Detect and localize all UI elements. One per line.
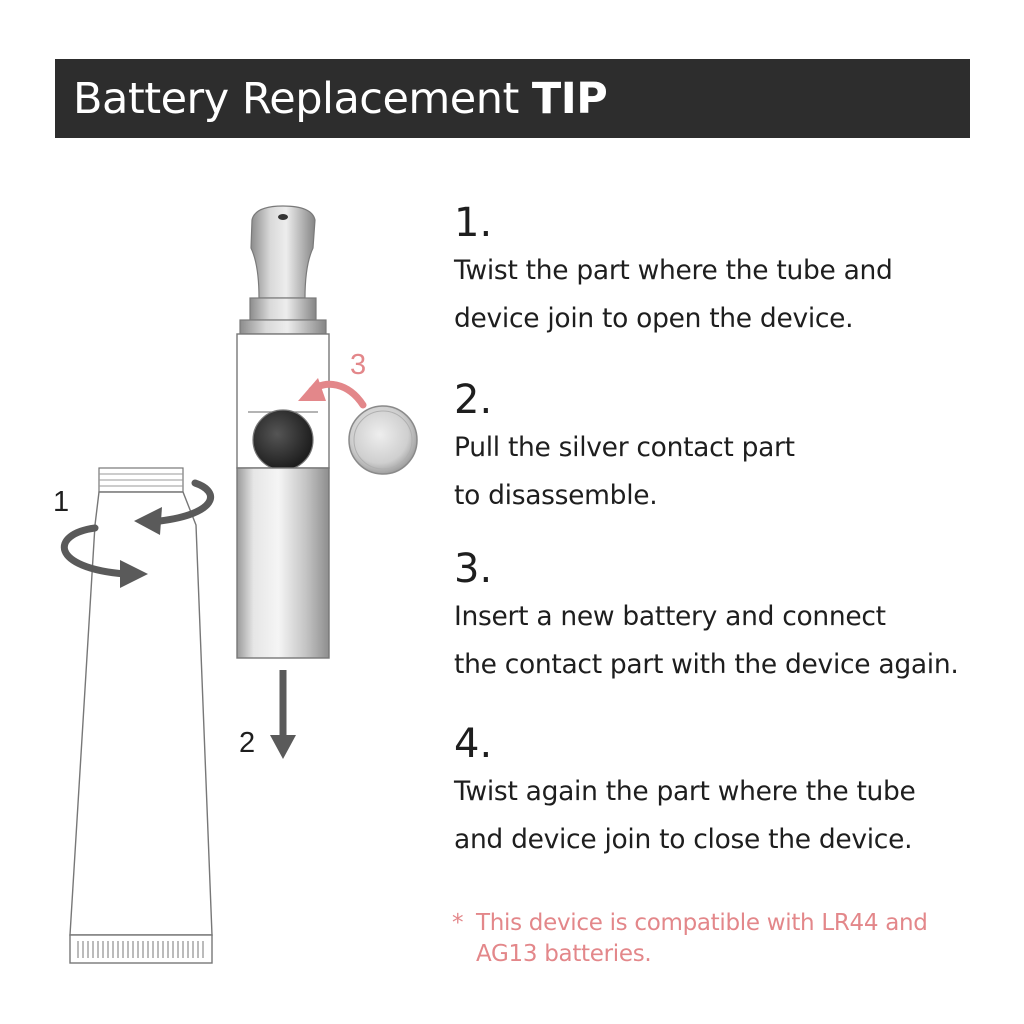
device-body (236, 333, 330, 659)
coin-battery (348, 405, 418, 475)
twist-arrowhead-lower (120, 560, 148, 588)
step-3-line-1: Insert a new battery and connect (454, 601, 886, 632)
twist-arrows (60, 479, 214, 578)
step-1-line-2: device join to open the device. (454, 303, 854, 334)
step-3-number: 3. (454, 546, 493, 592)
title-banner: Battery Replacement TIP (55, 59, 970, 138)
note-line-2: AG13 batteries. (476, 941, 652, 967)
cream-tube (69, 467, 213, 964)
coin-battery-rim (353, 410, 413, 470)
battery-slot (252, 409, 314, 471)
step-4-number: 4. (454, 721, 493, 767)
step-3: 3. Insert a new battery and connect the … (454, 545, 959, 689)
step-1-line-1: Twist the part where the tube and (454, 255, 893, 286)
label-step-3: 3 (350, 349, 366, 381)
step-1: 1. Twist the part where the tube and dev… (454, 199, 893, 343)
title-regular: Battery Replacement (73, 73, 519, 124)
step-4: 4. Twist again the part where the tube a… (454, 720, 916, 864)
battery-compatibility-note: * This device is compatible with LR44 an… (452, 908, 928, 970)
insert-arrowhead (298, 378, 326, 401)
step-2-number: 2. (454, 377, 493, 423)
label-step-2: 2 (239, 727, 255, 759)
step-2: 2. Pull the silver contact part to disas… (454, 376, 795, 520)
tube-crimp-lines (77, 941, 204, 958)
note-line-1: This device is compatible with LR44 and (476, 910, 928, 936)
note-asterisk: * (452, 910, 464, 936)
label-step-1: 1 (53, 486, 69, 518)
step-4-line-2: and device join to close the device. (454, 824, 913, 855)
silver-contact-part (236, 467, 330, 659)
twist-arrowhead-upper (134, 507, 162, 535)
pull-arrow (270, 670, 296, 759)
device-applicator (239, 205, 327, 335)
step-2-line-1: Pull the silver contact part (454, 432, 795, 463)
step-2-line-2: to disassemble. (454, 480, 658, 511)
title-bold: TIP (531, 73, 608, 124)
step-3-line-2: the contact part with the device again. (454, 649, 959, 680)
step-4-line-1: Twist again the part where the tube (454, 776, 916, 807)
step-1-number: 1. (454, 200, 493, 246)
